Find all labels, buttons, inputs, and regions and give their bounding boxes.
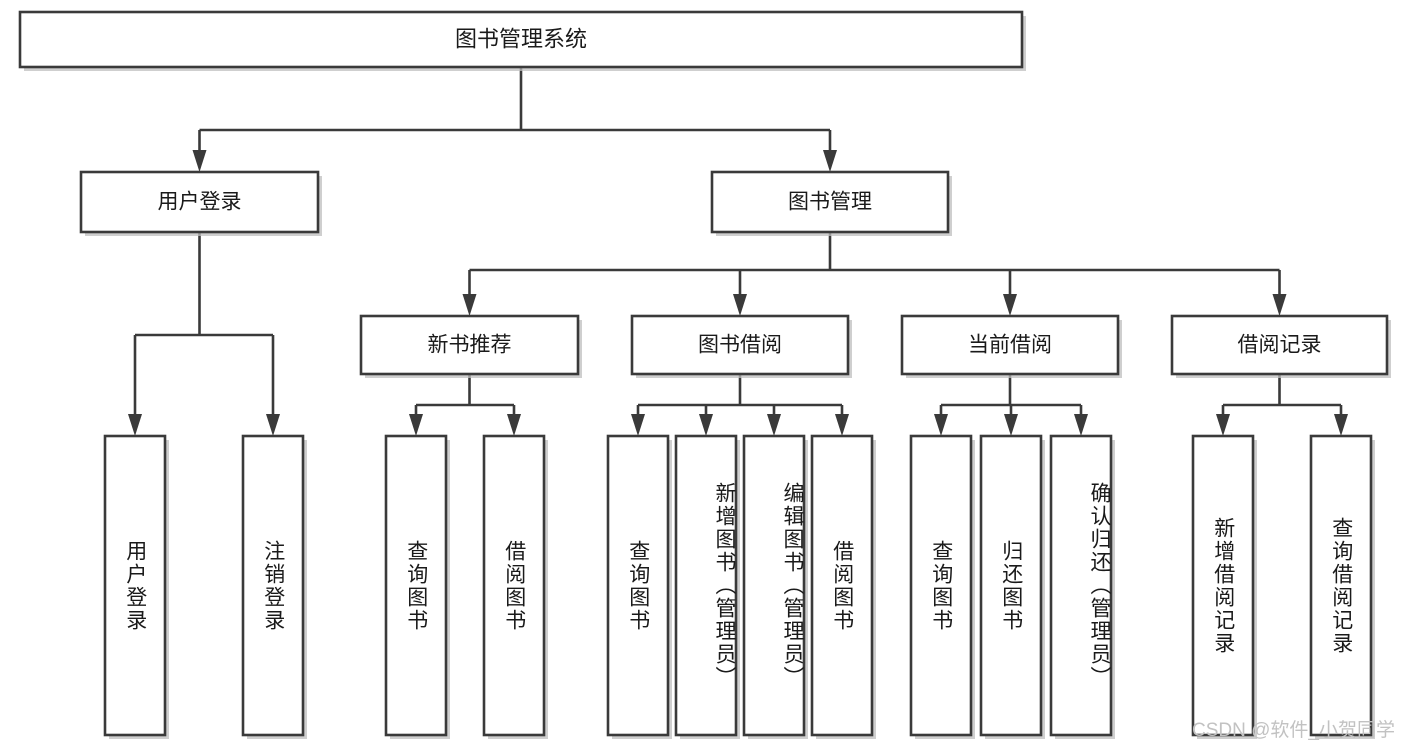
node-label: 图书管理 xyxy=(788,191,872,214)
box-outline xyxy=(1049,434,1113,737)
arrow-head-icon xyxy=(631,414,645,436)
box-outline xyxy=(241,434,305,737)
arrow-head-icon xyxy=(823,150,837,172)
box-outline xyxy=(674,434,738,737)
box-outline xyxy=(1170,314,1389,376)
node-root-图书管理系统[interactable]: 图书管理系统 xyxy=(18,10,1026,71)
node-leaf-查询图书[interactable] xyxy=(606,434,672,739)
arrow-head-icon xyxy=(1216,414,1230,436)
box-outline xyxy=(710,170,950,234)
node-leaf-新增借阅记录[interactable] xyxy=(1191,434,1257,739)
box-outline xyxy=(630,314,850,376)
node-leaf-确认归还管理员[interactable] xyxy=(1049,434,1115,739)
node-level2-图书借阅[interactable]: 图书借阅 xyxy=(630,314,852,378)
arrow-head-icon xyxy=(1272,294,1287,316)
box-outline xyxy=(606,434,670,737)
arrow-head-icon xyxy=(1334,414,1348,436)
connector-layer xyxy=(128,67,1348,436)
node-label: 当前借阅 xyxy=(968,334,1052,357)
arrow-head-icon xyxy=(266,414,280,436)
node-leaf-查询图书[interactable] xyxy=(909,434,975,739)
arrow-head-icon xyxy=(767,414,781,436)
node-label: 借阅记录 xyxy=(1238,334,1322,357)
box-outline xyxy=(482,434,546,737)
box-outline xyxy=(1309,434,1373,737)
node-leaf-新增图书管理员[interactable] xyxy=(674,434,740,739)
box-outline xyxy=(900,314,1120,376)
arrow-head-icon xyxy=(462,294,477,316)
arrow-head-icon xyxy=(507,414,521,436)
watermark-credit: CSDN @软件_小贺同学 xyxy=(1192,720,1395,741)
box-outline xyxy=(384,434,448,737)
box-outline xyxy=(103,434,167,737)
node-level2-新书推荐[interactable]: 新书推荐 xyxy=(359,314,582,378)
arrow-head-icon xyxy=(128,414,142,436)
box-outline xyxy=(1191,434,1255,737)
node-label: 图书借阅 xyxy=(698,334,782,357)
arrow-head-icon xyxy=(699,414,713,436)
arrow-head-icon xyxy=(1004,414,1018,436)
box-outline xyxy=(979,434,1043,737)
box-outline xyxy=(810,434,874,737)
box-outline xyxy=(359,314,580,376)
node-level2-当前借阅[interactable]: 当前借阅 xyxy=(900,314,1122,378)
node-level2-借阅记录[interactable]: 借阅记录 xyxy=(1170,314,1391,378)
node-leaf-查询借阅记录[interactable] xyxy=(1309,434,1375,739)
node-leaf-注销登录[interactable] xyxy=(241,434,307,739)
node-leaf-归还图书[interactable] xyxy=(979,434,1045,739)
node-level1-用户登录[interactable]: 用户登录 xyxy=(79,170,322,236)
arrow-head-icon xyxy=(409,414,423,436)
box-outline xyxy=(79,170,320,234)
node-leaf-用户登录[interactable] xyxy=(103,434,169,739)
arrow-head-icon xyxy=(1074,414,1088,436)
arrow-head-icon xyxy=(835,414,849,436)
node-level1-图书管理[interactable]: 图书管理 xyxy=(710,170,952,236)
arrow-head-icon xyxy=(733,294,747,316)
box-outline xyxy=(909,434,973,737)
arrow-head-icon xyxy=(1003,294,1017,316)
box-outline xyxy=(18,10,1024,69)
node-label: 图书管理系统 xyxy=(455,26,587,51)
node-label: 用户登录 xyxy=(158,191,242,214)
box-outline xyxy=(742,434,806,737)
node-leaf-编辑图书管理员[interactable] xyxy=(742,434,808,739)
node-label: 新书推荐 xyxy=(428,334,512,357)
node-leaf-借阅图书[interactable] xyxy=(482,434,548,739)
node-leaf-借阅图书[interactable] xyxy=(810,434,876,739)
node-leaf-查询图书[interactable] xyxy=(384,434,450,739)
arrow-head-icon xyxy=(192,150,207,172)
arrow-head-icon xyxy=(934,414,948,436)
